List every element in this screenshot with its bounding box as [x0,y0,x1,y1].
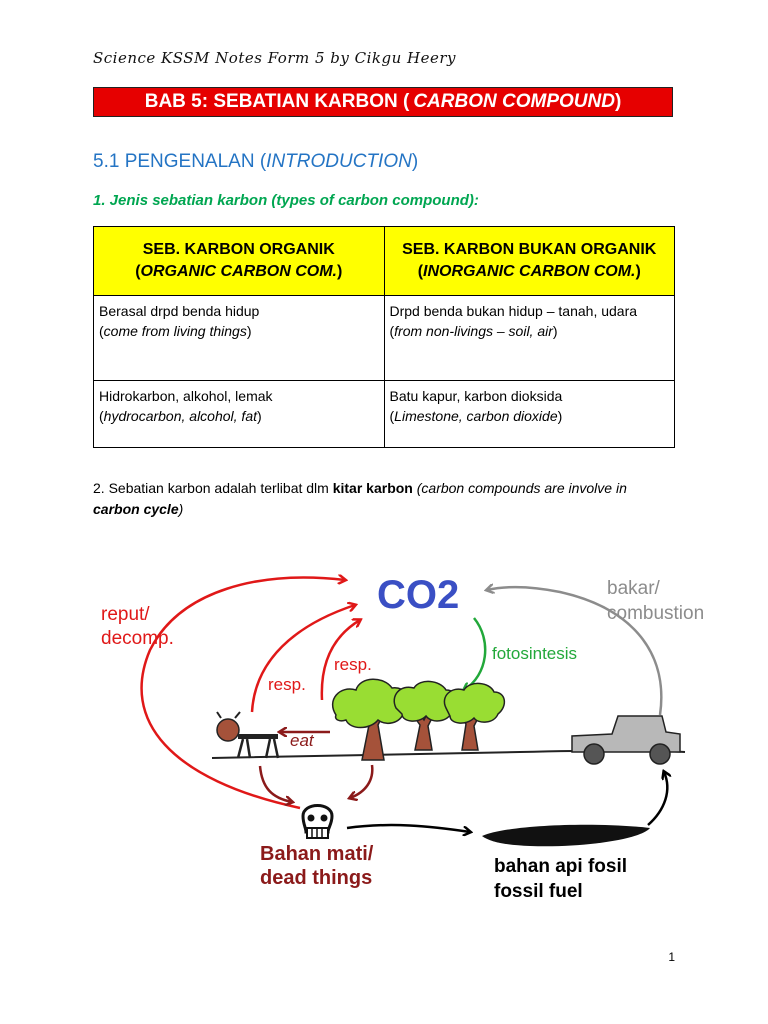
page-number: 1 [668,950,675,964]
decomp-arrow [140,578,345,810]
header-inorganic-line1: SEB. KARBON BUKAN ORGANIK [402,241,657,259]
header-inorganic-italic: INORGANIC CARBON COM. [423,263,636,280]
resp-label-lower: resp. [268,675,306,694]
subheading: 1. Jenis sebatian karbon (types of carbo… [93,192,479,209]
cell-italic: from non-livings – soil, air [394,323,553,340]
cell-open: ( [99,323,104,340]
para-italic: (carbon compounds are involve in [412,480,627,496]
table-cell: Hidrokarbon, alkohol, lemak (hydrocarbon… [93,380,385,448]
table-header-inorganic: SEB. KARBON BUKAN ORGANIK (INORGANIC CAR… [383,226,675,296]
carbon-cycle-paragraph: 2. Sebatian karbon adalah terlibat dlm k… [93,478,673,520]
chapter-title-main: BAB 5: SEBATIAN KARBON ( [144,91,410,112]
cell-close: ) [257,408,262,425]
co2-label: CO2 [377,573,459,617]
table-cell: Batu kapur, karbon dioksida (Limestone, … [383,380,675,448]
photosynthesis-arrow [464,617,487,690]
table-cell: Berasal drpd benda hidup (come from livi… [93,295,385,381]
decomp-label: decomp. [101,628,174,649]
header-organic-line1: SEB. KARBON ORGANIK [142,241,335,259]
cell-close: ) [552,323,558,340]
chapter-title: BAB 5: SEBATIAN KARBON (CARBON COMPOUND) [93,87,673,117]
cell-text: Drpd benda bukan hidup – tanah, udara [389,303,638,319]
bakar-label: bakar/ [607,578,661,599]
cell-text: Batu kapur, karbon dioksida [389,388,563,404]
fosil-label: bahan api fosil [494,856,627,877]
resp-label-upper: resp. [334,655,372,674]
table-header-organic: SEB. KARBON ORGANIK (ORGANIC CARBON COM.… [93,226,385,296]
cell-open: ( [389,323,395,340]
header-note: Science KSSM Notes Form 5 by Cikgu Heery [93,49,457,67]
animal-figure [216,711,280,759]
fossil-fuel-blob [482,824,650,847]
reput-label: reput/ [101,604,150,625]
section-heading-close: ) [411,151,419,172]
cell-italic: hydrocarbon, alcohol, fat [103,408,257,425]
table-row: Hidrokarbon, alkohol, lemak (hydrocarbon… [93,380,675,448]
fuel-to-car-arrow [647,772,667,826]
para-italic-close: ) [178,501,184,517]
cell-italic: Limestone, carbon dioxide [394,408,558,425]
cell-open: ( [389,408,395,425]
header-organic-close: ) [336,263,343,280]
combustion-arrow [487,587,663,716]
section-heading: 5.1 PENGENALAN (INTRODUCTION) [93,151,418,173]
table-cell: Drpd benda bukan hidup – tanah, udara (f… [383,295,675,381]
fossil-fuel-label: fossil fuel [494,881,583,902]
resp-arrow-animal [250,605,355,713]
header-inorganic-close: ) [635,263,641,280]
section-heading-main: 5.1 PENGENALAN ( [93,151,267,172]
cell-text: Berasal drpd benda hidup [99,303,260,319]
chapter-title-close: ) [614,91,622,112]
carbon-types-table: SEB. KARBON ORGANIK (ORGANIC CARBON COM.… [93,226,675,448]
cell-close: ) [557,408,563,425]
animal-death-arrow [258,765,292,802]
chapter-title-italic: CARBON COMPOUND [413,91,615,112]
trees [331,678,506,761]
car-figure [571,715,681,765]
fossilization-arrow [346,823,470,832]
carbon-cycle-diagram: CO2 reput/ decomp. resp. resp. fotosinte… [101,573,704,902]
header-inorganic-open: ( [417,263,424,280]
bahan-mati-label: Bahan mati/ [260,843,374,865]
fotosintesis-label: fotosintesis [492,644,577,663]
combustion-label: combustion [607,603,704,624]
cell-open: ( [99,408,104,425]
section-heading-italic: INTRODUCTION [266,151,412,172]
para-bold-italic: carbon cycle [93,501,179,517]
cell-italic: come from living things [103,323,247,340]
header-organic-italic: ORGANIC CARBON COM. [140,263,337,280]
cell-text: Hidrokarbon, alkohol, lemak [99,388,273,404]
skull-icon [301,804,334,839]
header-organic-open: ( [135,263,141,280]
dead-things-label: dead things [260,867,372,889]
resp-arrow-plants [320,620,360,701]
eat-label: eat [290,731,315,750]
cell-close: ) [246,323,252,340]
plant-death-arrow [350,764,374,798]
para-text: 2. Sebatian karbon adalah terlibat dlm [93,480,333,496]
para-bold: kitar karbon [332,480,413,496]
table-row: Berasal drpd benda hidup (come from livi… [93,295,675,381]
